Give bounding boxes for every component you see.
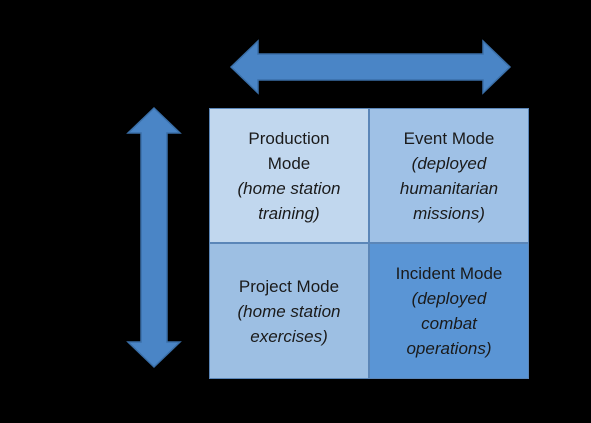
incident-mode-desc-line-3: operations) bbox=[406, 339, 492, 358]
incident-mode-title: Incident Mode bbox=[395, 264, 503, 283]
incident-mode-desc-line-1: (deployed bbox=[411, 289, 487, 308]
horizontal-double-arrow bbox=[229, 39, 512, 95]
production-mode-title-line-1: Production bbox=[248, 128, 330, 148]
mode-matrix: Production Mode (home station training) … bbox=[209, 108, 529, 379]
event-mode-title: Event Mode bbox=[403, 128, 495, 148]
event-mode-desc-line-2: humanitarian bbox=[399, 178, 499, 198]
event-mode-desc-line-1: (deployed bbox=[411, 153, 487, 173]
project-mode-desc-line-2: exercises) bbox=[250, 326, 328, 346]
production-mode-desc-line-1: (home station bbox=[237, 178, 341, 198]
project-mode-cell: Project Mode (home station exercises) bbox=[209, 243, 369, 379]
production-mode-desc-line-2: training) bbox=[258, 203, 320, 223]
production-mode-cell: Production Mode (home station training) bbox=[209, 108, 369, 243]
incident-mode-desc-line-2: combat bbox=[421, 314, 477, 333]
vertical-double-arrow bbox=[126, 106, 182, 369]
incident-mode-cell: Incident Mode (deployed combat operation… bbox=[369, 243, 529, 379]
production-mode-title-line-2: Mode bbox=[267, 153, 311, 173]
project-mode-title: Project Mode bbox=[238, 276, 340, 296]
event-mode-cell: Event Mode (deployed humanitarian missio… bbox=[369, 108, 529, 243]
event-mode-desc-line-3: missions) bbox=[413, 203, 485, 223]
project-mode-desc-line-1: (home station bbox=[237, 301, 341, 321]
